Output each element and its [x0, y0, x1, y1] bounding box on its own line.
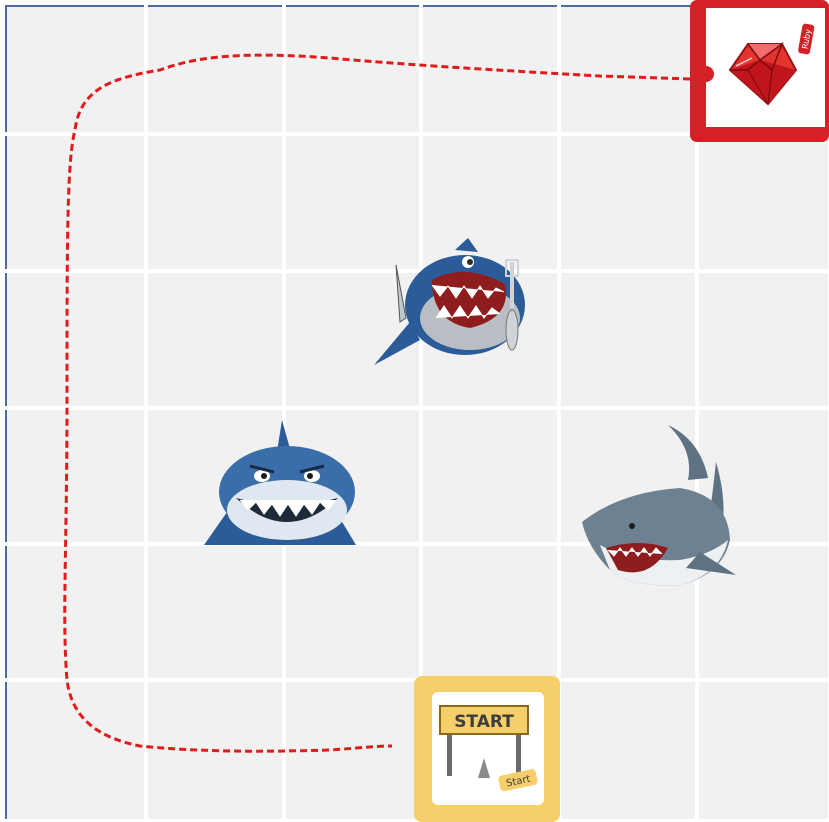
start-card[interactable]: START Start	[414, 676, 560, 822]
ruby-tag: Ruby	[798, 23, 815, 55]
ruby-tag-label: Ruby	[800, 28, 812, 50]
ruby-gem-icon	[728, 41, 798, 106]
shark-icon	[204, 420, 356, 545]
smiling-blue-shark	[204, 420, 356, 545]
goal-card[interactable]: Ruby	[690, 0, 829, 142]
shark-icon	[374, 238, 525, 365]
start-tag-label: Start	[505, 774, 531, 790]
grey-great-white-shark	[582, 425, 736, 586]
shark-icon	[582, 425, 736, 586]
start-sign-icon: START	[439, 705, 529, 778]
route-path	[63, 53, 691, 753]
shark-with-knife-and-fork	[374, 238, 525, 365]
start-tag: Start	[498, 769, 538, 792]
start-sign-text: START	[454, 712, 514, 732]
